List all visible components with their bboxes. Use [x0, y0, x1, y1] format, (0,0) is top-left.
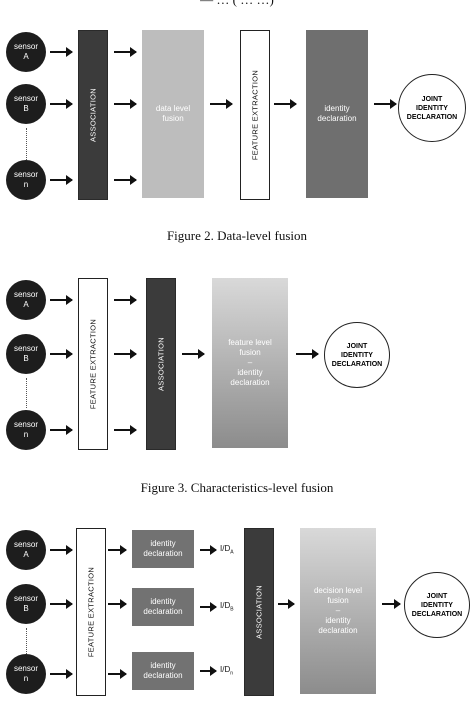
- arrow: [278, 599, 295, 609]
- arrow: [296, 349, 319, 359]
- figure-4-diagram: sensor A sensor B sensor n FEATURE EXTRA…: [0, 522, 474, 702]
- identity-declaration-box: identity declaration: [306, 30, 368, 198]
- sensor-n-node: sensor n: [6, 654, 46, 694]
- association-box: ASSOCIATION: [78, 30, 108, 200]
- id-b-label: I/DB: [220, 601, 234, 613]
- id-n-label: I/Dn: [220, 665, 234, 677]
- association-box: ASSOCIATION: [146, 278, 176, 450]
- arrow: [50, 175, 73, 185]
- sensor-a-node: sensor A: [6, 530, 46, 570]
- figure-3-diagram: sensor A sensor B sensor n FEATURE EXTRA…: [0, 274, 474, 464]
- sensor-a-node: sensor A: [6, 32, 46, 72]
- arrow: [50, 425, 73, 435]
- arrow: [114, 425, 137, 435]
- arrow: [108, 599, 127, 609]
- arrow: [382, 599, 401, 609]
- sensor-b-node: sensor B: [6, 584, 46, 624]
- arrow: [50, 47, 73, 57]
- figure-3-caption: Figure 3. Characteristics-level fusion: [140, 480, 334, 495]
- sensor-b-node: sensor B: [6, 84, 46, 124]
- dotted-separator: [26, 128, 27, 160]
- dotted-separator: [26, 378, 27, 408]
- association-box: ASSOCIATION: [244, 528, 274, 696]
- arrow: [274, 99, 297, 109]
- feature-extraction-box: FEATURE EXTRACTION: [76, 528, 106, 696]
- arrow: [114, 99, 137, 109]
- arrow: [210, 99, 233, 109]
- identity-declaration-box-b: identity declaration: [132, 588, 194, 626]
- arrow: [114, 295, 137, 305]
- arrow: [50, 99, 73, 109]
- arrow: [182, 349, 205, 359]
- arrow: [374, 99, 397, 109]
- feature-extraction-box: FEATURE EXTRACTION: [78, 278, 108, 450]
- arrow: [108, 669, 127, 679]
- dotted-separator: [26, 628, 27, 654]
- sensor-b-node: sensor B: [6, 334, 46, 374]
- id-a-label: I/DA: [220, 544, 234, 556]
- arrow: [200, 666, 217, 676]
- arrow: [114, 47, 137, 57]
- arrow: [114, 175, 137, 185]
- identity-declaration-box-n: identity declaration: [132, 652, 194, 690]
- feature-extraction-box: FEATURE EXTRACTION: [240, 30, 270, 200]
- arrow: [50, 349, 73, 359]
- arrow: [50, 599, 73, 609]
- top-caption-fragment: — … ( … …): [0, 0, 474, 8]
- arrow: [50, 545, 73, 555]
- feature-level-fusion-box: feature level fusion – identity declarat…: [212, 278, 288, 448]
- figure-2-diagram: sensor A sensor B sensor n ASSOCIATION d…: [0, 20, 474, 220]
- arrow: [200, 602, 217, 612]
- sensor-a-node: sensor A: [6, 280, 46, 320]
- data-level-fusion-box: data level fusion: [142, 30, 204, 198]
- joint-identity-declaration-node: JOINT IDENTITY DECLARATION: [398, 74, 466, 142]
- arrow: [114, 349, 137, 359]
- arrow: [50, 669, 73, 679]
- figure-2-caption: Figure 2. Data-level fusion: [166, 228, 308, 243]
- arrow: [50, 295, 73, 305]
- sensor-n-node: sensor n: [6, 160, 46, 200]
- joint-identity-declaration-node: JOINT IDENTITY DECLARATION: [324, 322, 390, 388]
- joint-identity-declaration-node: JOINT IDENTITY DECLARATION: [404, 572, 470, 638]
- identity-declaration-box-a: identity declaration: [132, 530, 194, 568]
- sensor-n-node: sensor n: [6, 410, 46, 450]
- arrow: [200, 545, 217, 555]
- arrow: [108, 545, 127, 555]
- decision-level-fusion-box: decision level fusion – identity declara…: [300, 528, 376, 694]
